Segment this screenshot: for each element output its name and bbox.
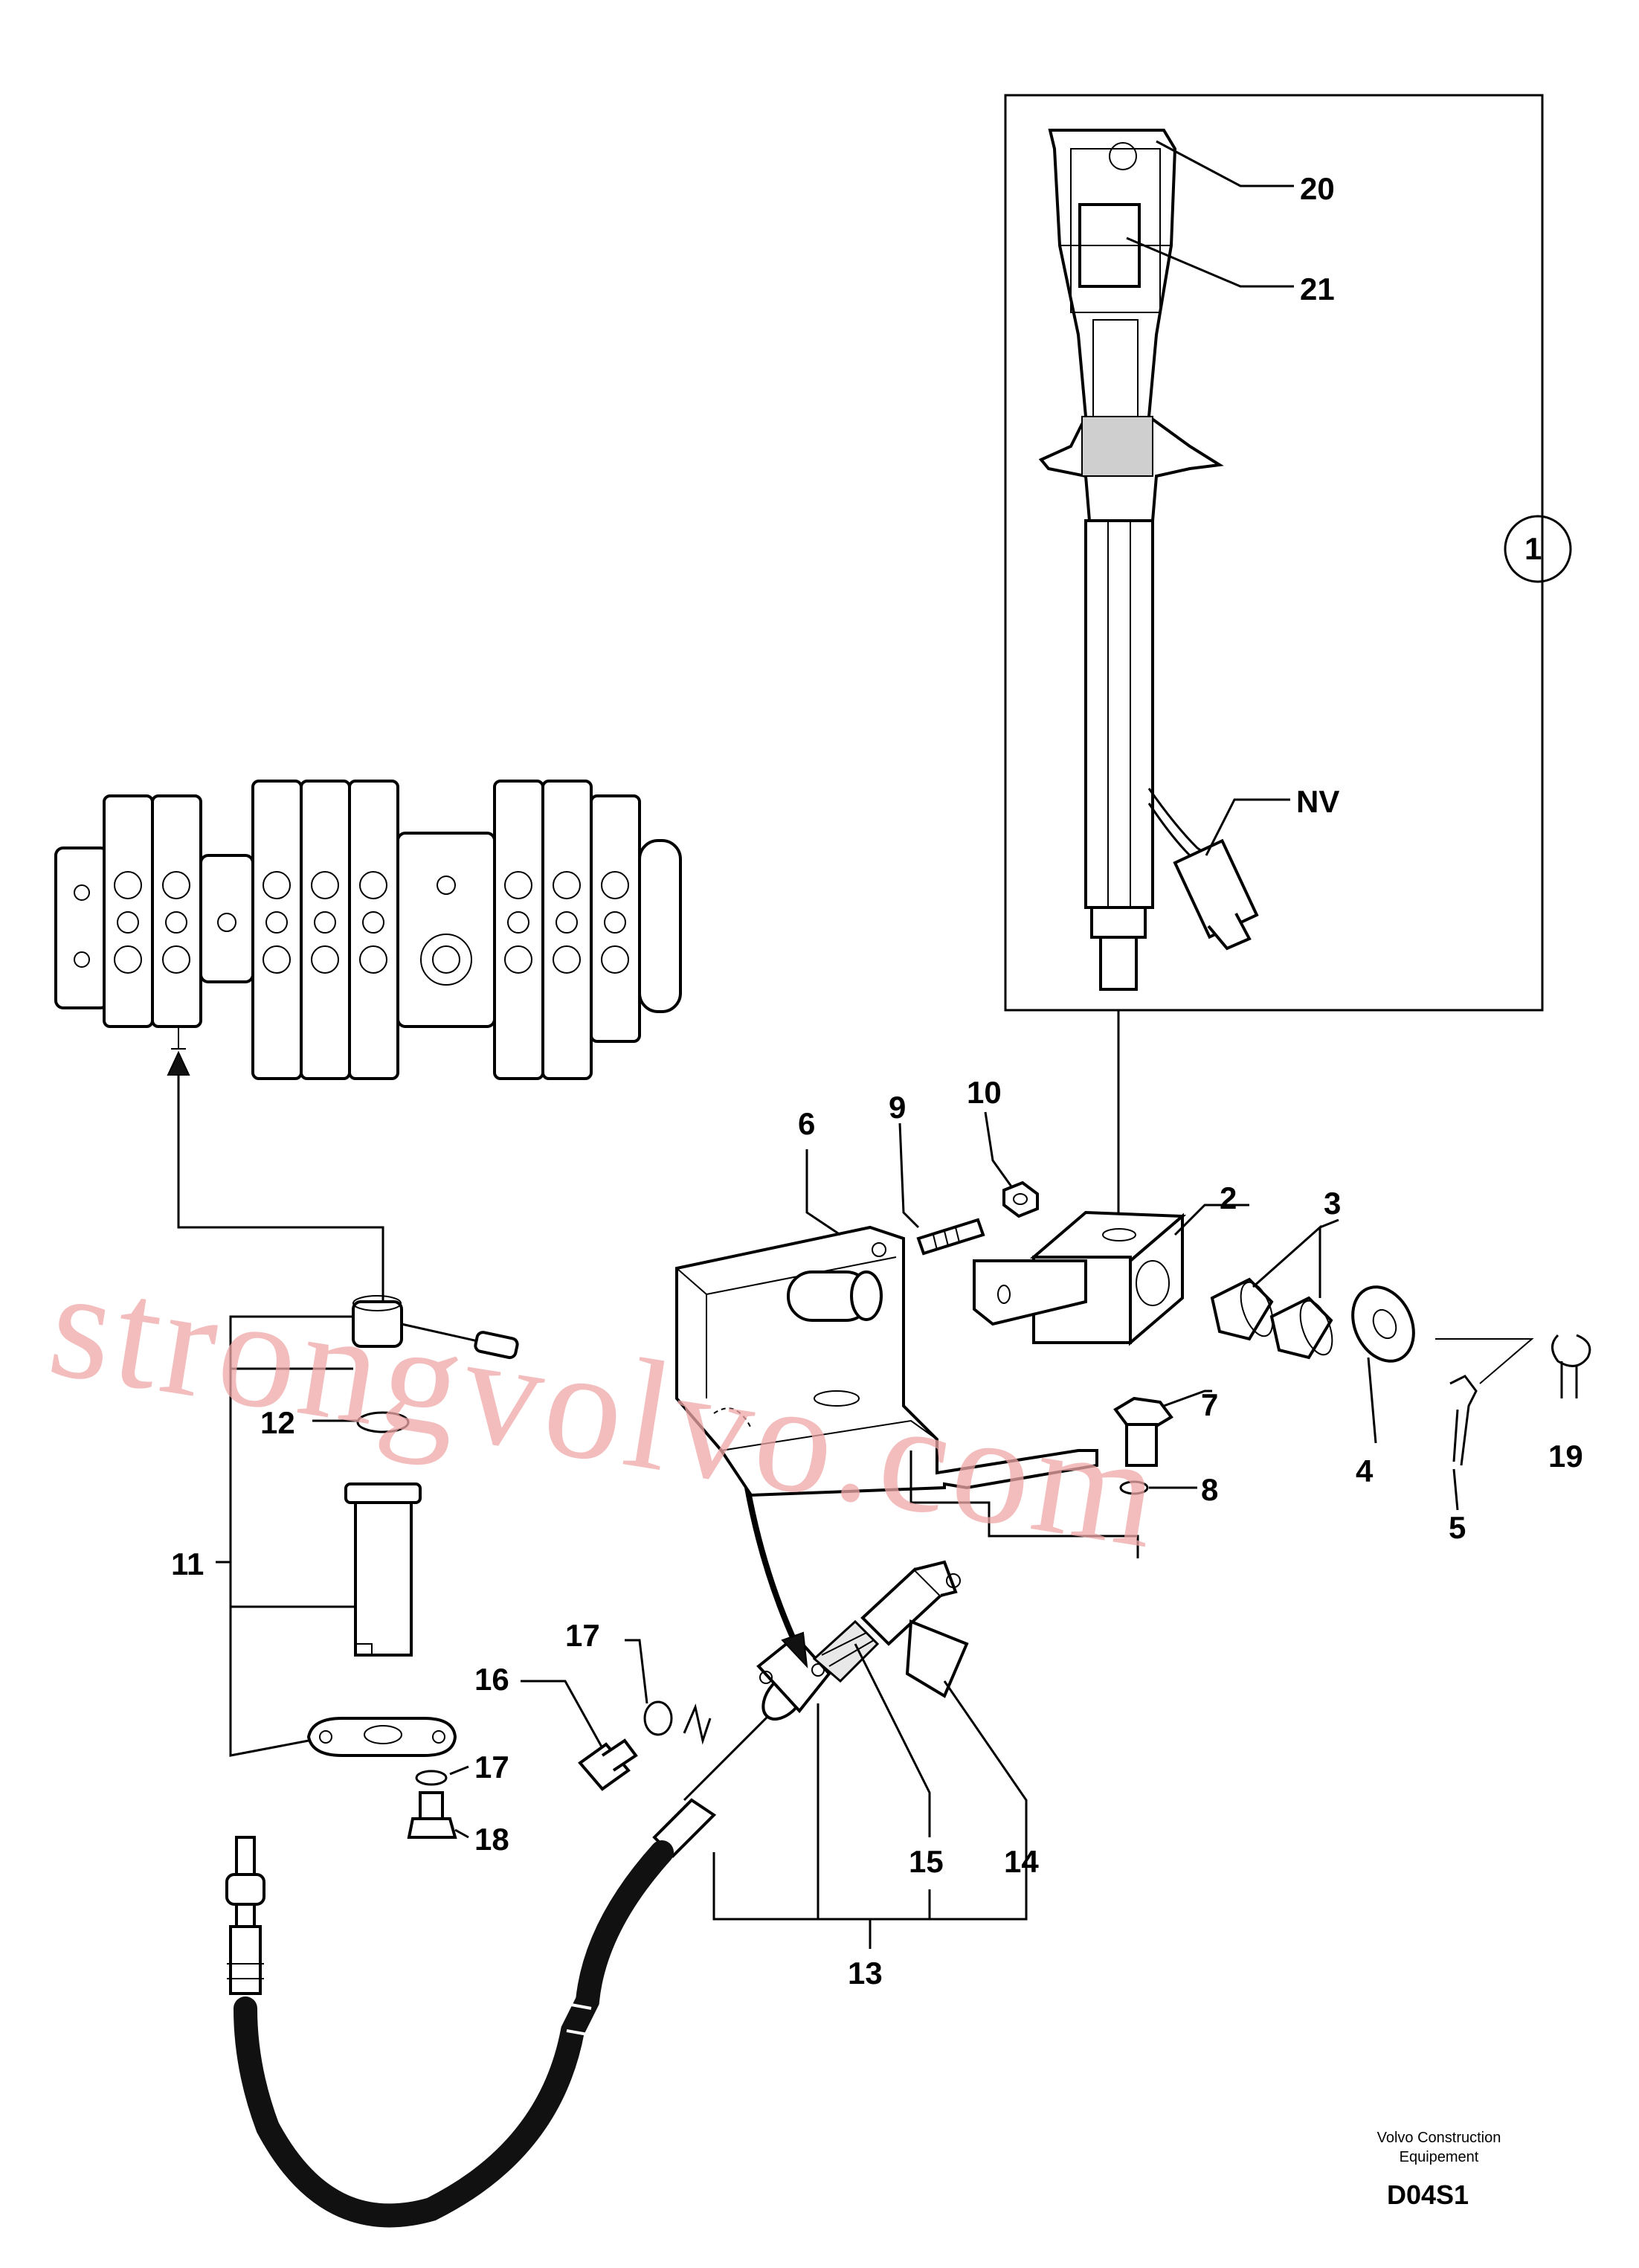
leader-3: [1252, 1218, 1339, 1298]
callout-12: 12: [260, 1405, 295, 1440]
callout-17-lower: 17: [474, 1750, 509, 1784]
washer-4: [1351, 1285, 1415, 1363]
leader-14: [943, 1680, 1028, 1837]
callout-nv: NV: [1296, 784, 1339, 819]
callout-4: 4: [1356, 1453, 1374, 1488]
callout-9: 9: [889, 1090, 906, 1125]
leader-nv: [1205, 798, 1290, 856]
arrow-cable: [781, 1631, 808, 1668]
callout-5: 5: [1449, 1510, 1466, 1545]
callout-20: 20: [1300, 171, 1335, 206]
squiggle-break: [683, 1703, 712, 1745]
bracket-6: [675, 1225, 1098, 1497]
bushings-3: [1210, 1277, 1333, 1360]
hydraulic-link-line: [177, 1071, 384, 1302]
washer-17-upper: [643, 1700, 673, 1736]
callout-1: 1: [1524, 531, 1542, 566]
leader-21: [1126, 237, 1294, 288]
callout-21: 21: [1300, 272, 1335, 306]
control-lever-handle: [1038, 129, 1259, 991]
leader-18: [454, 1828, 469, 1839]
callout-6: 6: [798, 1106, 815, 1141]
bracket-13: [712, 1703, 1028, 1921]
bracket-11: [229, 1315, 355, 1757]
plug-18: [407, 1791, 457, 1839]
leader-9: [898, 1122, 920, 1229]
washer-17-lower: [415, 1770, 448, 1786]
leader-10: [984, 1111, 1013, 1187]
leader-15: [854, 1643, 931, 1837]
callout-13: 13: [848, 1956, 883, 1991]
leader-7: [1163, 1390, 1212, 1407]
stud-9: [916, 1218, 985, 1256]
leader-4: [1367, 1357, 1377, 1444]
control-valve-bank: [54, 780, 682, 1080]
pivot-block-2: [973, 1210, 1187, 1346]
callout-15: 15: [909, 1844, 944, 1879]
leader-5: [1452, 1468, 1459, 1511]
nut-10: [1002, 1180, 1039, 1218]
drawing-code: D04S1: [1387, 2179, 1469, 2210]
washer-8: [1119, 1480, 1149, 1495]
leader-17a: [625, 1639, 648, 1704]
leader-8-line: [909, 1451, 1139, 1558]
control-cable-13: [225, 1560, 969, 2228]
callout-19: 19: [1548, 1439, 1583, 1474]
pin-guide-line: [1435, 1338, 1534, 1384]
clip-19: [1551, 1334, 1591, 1398]
callout-18: 18: [474, 1822, 509, 1857]
callout-16: 16: [474, 1662, 509, 1697]
callout-11: 11: [171, 1546, 204, 1581]
bolt-16: [578, 1738, 638, 1791]
lever-assembly-frame: [1004, 94, 1544, 1012]
cotter-pin-5: [1449, 1375, 1478, 1466]
leader-2: [1173, 1204, 1249, 1236]
callout-10: 10: [967, 1075, 1002, 1110]
callout-2: 2: [1220, 1180, 1237, 1215]
callout-8: 8: [1201, 1472, 1218, 1507]
brand-line-1: Volvo Construction: [1377, 2130, 1501, 2146]
callout-14: 14: [1004, 1844, 1039, 1879]
callout-3: 3: [1324, 1186, 1341, 1221]
fitting-11-assembly: [306, 1295, 519, 1757]
leader-20: [1156, 140, 1294, 187]
leader-6: [805, 1149, 841, 1236]
brand-line-2: Equipement: [1400, 2149, 1479, 2165]
callout-circle-1: [1504, 515, 1572, 583]
bolt-7: [1113, 1396, 1173, 1467]
arrow-up: [167, 1050, 190, 1076]
leader-16: [521, 1680, 604, 1749]
callout-17-upper: 17: [565, 1618, 600, 1653]
leader-17b: [449, 1765, 469, 1776]
callout-7: 7: [1201, 1387, 1218, 1422]
